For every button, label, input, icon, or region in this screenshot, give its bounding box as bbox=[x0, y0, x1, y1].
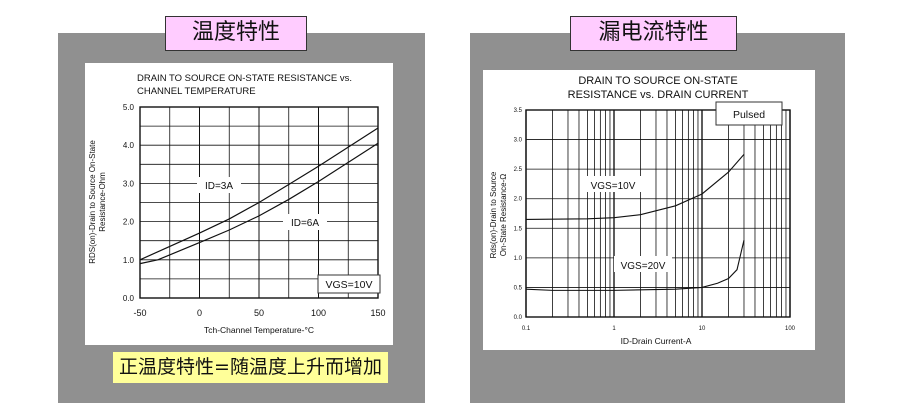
y-tick-label: 0.5 bbox=[514, 285, 523, 291]
y-tick-label: 0.0 bbox=[123, 294, 135, 303]
annotation-label: VGS=10V bbox=[326, 279, 373, 291]
series-line bbox=[525, 239, 745, 291]
label-bg bbox=[614, 256, 672, 272]
x-tick-label: 10 bbox=[699, 326, 706, 332]
y-tick-label: 1.5 bbox=[514, 226, 523, 232]
y-axis-label: RDS(on)-Drain to Source On-State bbox=[88, 140, 97, 264]
chart-title: CHANNEL TEMPERATURE bbox=[137, 86, 256, 97]
series-line bbox=[525, 153, 745, 220]
series-line bbox=[139, 127, 379, 261]
y-tick-label: 0.0 bbox=[514, 315, 523, 321]
x-axis-label: Tch-Channel Temperature-°C bbox=[204, 325, 314, 335]
y-tick-label: 2.0 bbox=[514, 197, 523, 203]
x-tick-label: 100 bbox=[311, 308, 326, 318]
annotation-label: Pulsed bbox=[733, 109, 765, 121]
label-bg bbox=[584, 176, 642, 192]
y-axis-label: Rds(on)-Drain to Source bbox=[489, 171, 498, 258]
y-axis-label: Resistance-Ohm bbox=[98, 172, 107, 232]
y-tick-label: 2.5 bbox=[514, 167, 523, 173]
y-tick-label: 4.0 bbox=[123, 141, 135, 150]
y-tick-label: 3.0 bbox=[123, 179, 135, 188]
x-tick-label: 100 bbox=[785, 326, 796, 332]
annotation-box bbox=[317, 274, 381, 294]
series-label: VGS=10V bbox=[591, 181, 636, 192]
chart-title: RESISTANCE vs. DRAIN CURRENT bbox=[568, 89, 749, 101]
y-tick-label: 3.5 bbox=[514, 108, 523, 114]
y-axis-label: On-State Resistance-Ω bbox=[499, 174, 508, 256]
x-tick-label: 1 bbox=[612, 326, 616, 332]
chart-title: DRAIN TO SOURCE ON-STATE RESISTANCE vs. bbox=[137, 73, 352, 84]
x-axis-label: ID-Drain Current-A bbox=[621, 336, 692, 346]
label-bg bbox=[283, 214, 327, 230]
x-tick-label: 0 bbox=[197, 308, 202, 318]
x-tick-label: 0.1 bbox=[522, 326, 531, 332]
x-tick-label: 150 bbox=[370, 308, 385, 318]
y-tick-label: 2.0 bbox=[123, 218, 135, 227]
label-bg bbox=[197, 177, 241, 193]
annotation-box bbox=[715, 101, 783, 126]
x-tick-label: 50 bbox=[254, 308, 264, 318]
series-label: ID=6A bbox=[291, 218, 319, 229]
chart-title: DRAIN TO SOURCE ON-STATE bbox=[578, 75, 737, 87]
y-tick-label: 1.0 bbox=[123, 256, 135, 265]
y-tick-label: 1.0 bbox=[514, 256, 523, 262]
left-footer: 正温度特性=随温度上升而增加 bbox=[113, 352, 388, 383]
series-label: ID=3A bbox=[205, 181, 233, 192]
left-header: 温度特性 bbox=[165, 16, 307, 51]
series-label: VGS=20V bbox=[621, 261, 666, 272]
plot-frame bbox=[139, 106, 379, 299]
y-tick-label: 3.0 bbox=[514, 138, 523, 144]
series-line bbox=[139, 142, 379, 265]
y-tick-label: 5.0 bbox=[123, 103, 135, 112]
x-tick-label: -50 bbox=[133, 308, 146, 318]
plot-frame bbox=[525, 109, 791, 318]
right-header: 漏电流特性 bbox=[570, 16, 737, 51]
